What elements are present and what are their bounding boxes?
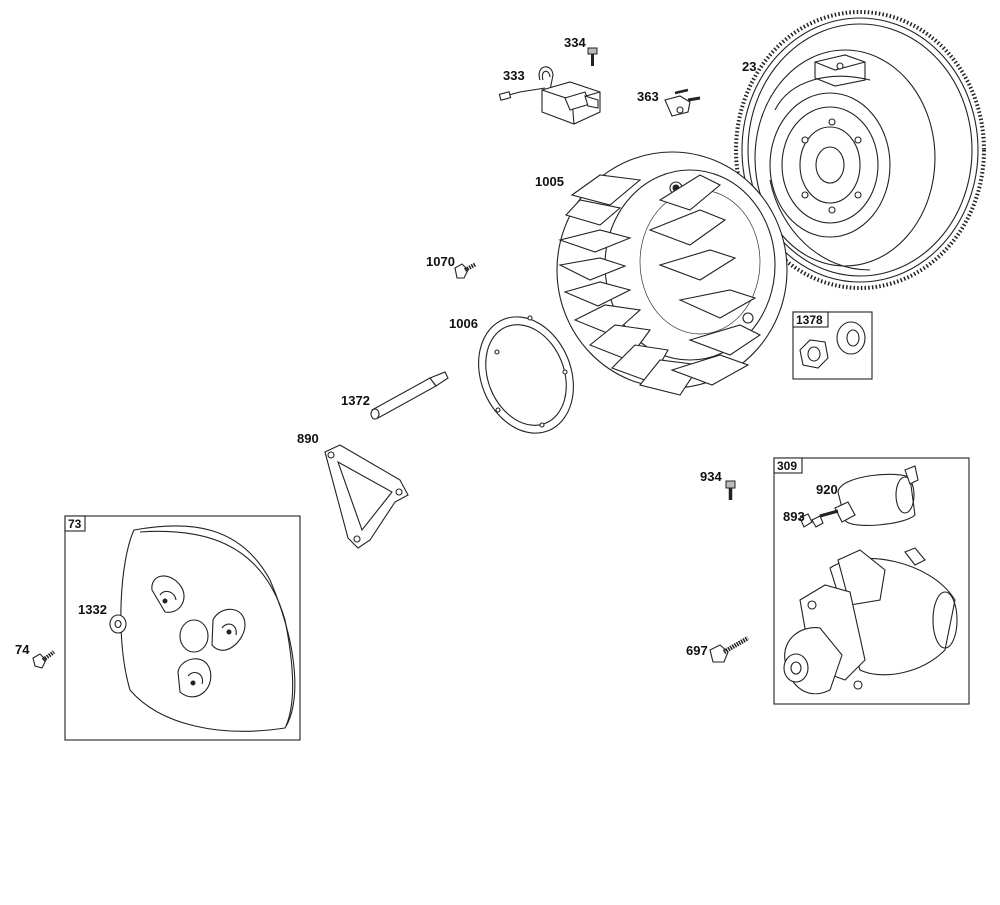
part-334-screw [587,47,598,66]
label-934: 934 [700,469,722,484]
part-73-cover-box [64,515,301,741]
label-893: 893 [783,509,805,524]
label-890: 890 [297,431,319,446]
label-333: 333 [503,68,525,83]
part-363-connector [664,88,701,117]
label-73: 73 [68,517,82,531]
label-363: 363 [637,89,659,104]
part-697-bolt [709,636,750,663]
label-1372: 1372 [341,393,370,408]
part-1006-gasket-ring [478,315,574,434]
part-333-ignition-coil [498,66,601,125]
part-309-starter-motor-box [773,457,970,705]
label-1070: 1070 [426,254,455,269]
label-1378: 1378 [796,313,823,327]
part-1332-washer [109,614,127,634]
label-697: 697 [686,643,708,658]
label-1332: 1332 [78,602,107,617]
part-23-flywheel [734,10,986,290]
label-309: 309 [777,459,797,473]
label-23: 23 [742,59,756,74]
part-1005-cooling-fan [556,151,788,396]
part-934-screw [725,480,736,500]
label-334: 334 [564,35,586,50]
part-1378-box [792,311,873,380]
part-74-screw [32,650,56,669]
label-1006: 1006 [449,316,478,331]
part-1070-bolt [454,262,477,279]
part-1372-stud [370,371,449,420]
label-920: 920 [816,482,838,497]
part-890-bracket [324,444,409,549]
label-74: 74 [15,642,30,657]
label-1005: 1005 [535,174,564,189]
